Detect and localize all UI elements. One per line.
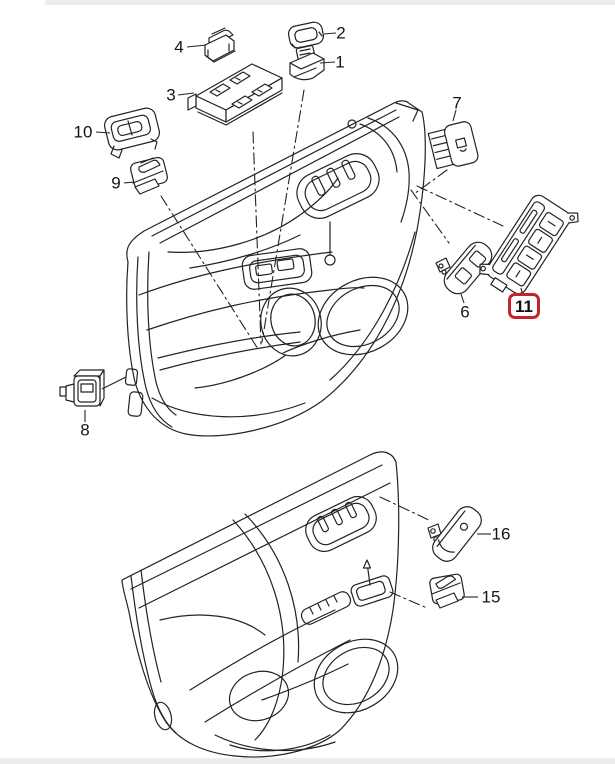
part-7-rocker-switch-drawing — [427, 121, 479, 170]
part-16-handle-switch-drawing — [427, 506, 482, 562]
part-label-11-highlighted[interactable]: 11 — [508, 293, 540, 319]
part-15-switch-drawing — [429, 573, 465, 609]
rear-door-panel-drawing — [121, 451, 400, 758]
part-label-10[interactable]: 10 — [73, 122, 93, 142]
part-2-bezel-drawing — [287, 21, 325, 51]
front-door-panel-drawing — [124, 100, 426, 437]
part-11-switch-panel-drawing — [479, 194, 579, 295]
part-label-15[interactable]: 15 — [481, 587, 501, 607]
part-4-switch-drawing — [204, 27, 236, 63]
part-8-switch-drawing — [59, 369, 105, 407]
part-1-switch-drawing — [289, 45, 325, 81]
part-label-6[interactable]: 6 — [460, 302, 470, 322]
part-6-panel-drawing — [435, 241, 493, 295]
bottom-edge-strip — [0, 758, 615, 764]
part-label-16[interactable]: 16 — [491, 524, 511, 544]
part-10-bezel-drawing — [103, 107, 161, 159]
label-leader-lines — [84, 32, 524, 598]
part-label-8[interactable]: 8 — [80, 420, 90, 440]
part-label-9[interactable]: 9 — [111, 173, 121, 193]
part-label-2[interactable]: 2 — [336, 23, 346, 43]
part-3-switch-bank-drawing — [187, 63, 283, 126]
top-edge-strip — [45, 0, 615, 5]
part-label-3[interactable]: 3 — [166, 85, 176, 105]
part-9-switch-drawing — [130, 156, 168, 195]
part-label-4[interactable]: 4 — [174, 37, 184, 57]
part-label-7[interactable]: 7 — [452, 93, 462, 113]
part-label-1[interactable]: 1 — [335, 52, 345, 72]
locator-lines — [160, 89, 504, 609]
